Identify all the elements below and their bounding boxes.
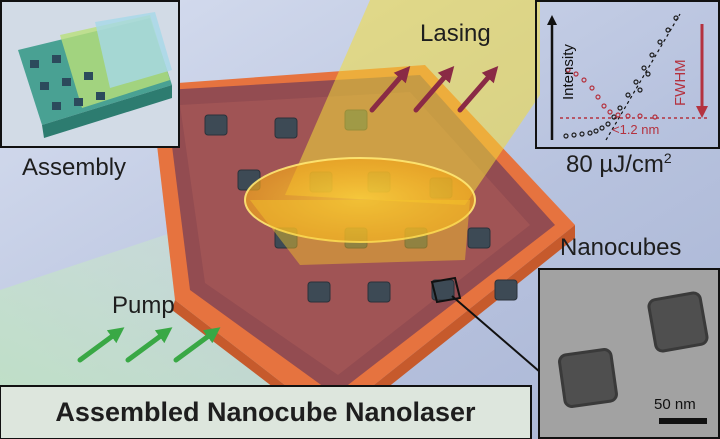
title-bar [0, 385, 532, 439]
nanocube [274, 117, 298, 139]
scale-bar [659, 418, 707, 424]
pump-label: Pump [112, 292, 175, 319]
nanocubes-label: Nanocubes [560, 234, 682, 261]
assembly-label: Assembly [22, 154, 127, 181]
tem-nanocube [647, 291, 709, 353]
pump-arrow [173, 327, 221, 363]
fluence-exponent: 2 [663, 150, 672, 166]
lasing-arrow [369, 65, 411, 113]
zoom-line [451, 295, 541, 373]
nanocube [467, 227, 491, 249]
laser-spot [245, 158, 475, 242]
pump-arrow [77, 327, 125, 363]
laser-spot-rim [244, 157, 476, 243]
nanocube [494, 279, 518, 301]
lasing-threshold-inset [535, 0, 720, 149]
figure-title: Assembled Nanocube Nanolaser [55, 397, 476, 427]
beam-lower [250, 200, 470, 265]
nanocube [307, 281, 331, 303]
scale-bar-label: 50 nm [654, 396, 696, 413]
fwhm-points [565, 67, 658, 120]
assembly-inset [0, 0, 180, 148]
threshold-fluence-label: 80 µJ/cm2 [566, 150, 672, 179]
pump-arrow [125, 327, 173, 363]
intensity-axis-label: Intensity [560, 44, 577, 100]
assembly-art [2, 2, 178, 146]
intensity-points [563, 15, 679, 139]
zoom-marker [430, 276, 462, 304]
fwhm-annotation: <1.2 nm [612, 122, 660, 137]
lasing-label: Lasing [420, 20, 491, 47]
lasing-arrows [369, 65, 499, 113]
lasing-arrow [457, 65, 499, 113]
graph-art [547, 13, 708, 141]
tem-nanocube [558, 348, 618, 408]
fluence-value: 80 µJ/cm [566, 151, 664, 178]
lasing-arrow [413, 65, 455, 113]
nanocube [204, 114, 228, 136]
fwhm-axis-label: FWHM [672, 59, 689, 106]
tem-inset [538, 268, 720, 439]
nanocube [367, 281, 391, 303]
threshold-fit-line [605, 13, 681, 141]
pump-arrows [77, 327, 221, 363]
lasing-beam [285, 0, 540, 205]
tem-art [540, 270, 718, 437]
substrate-side [172, 225, 575, 432]
